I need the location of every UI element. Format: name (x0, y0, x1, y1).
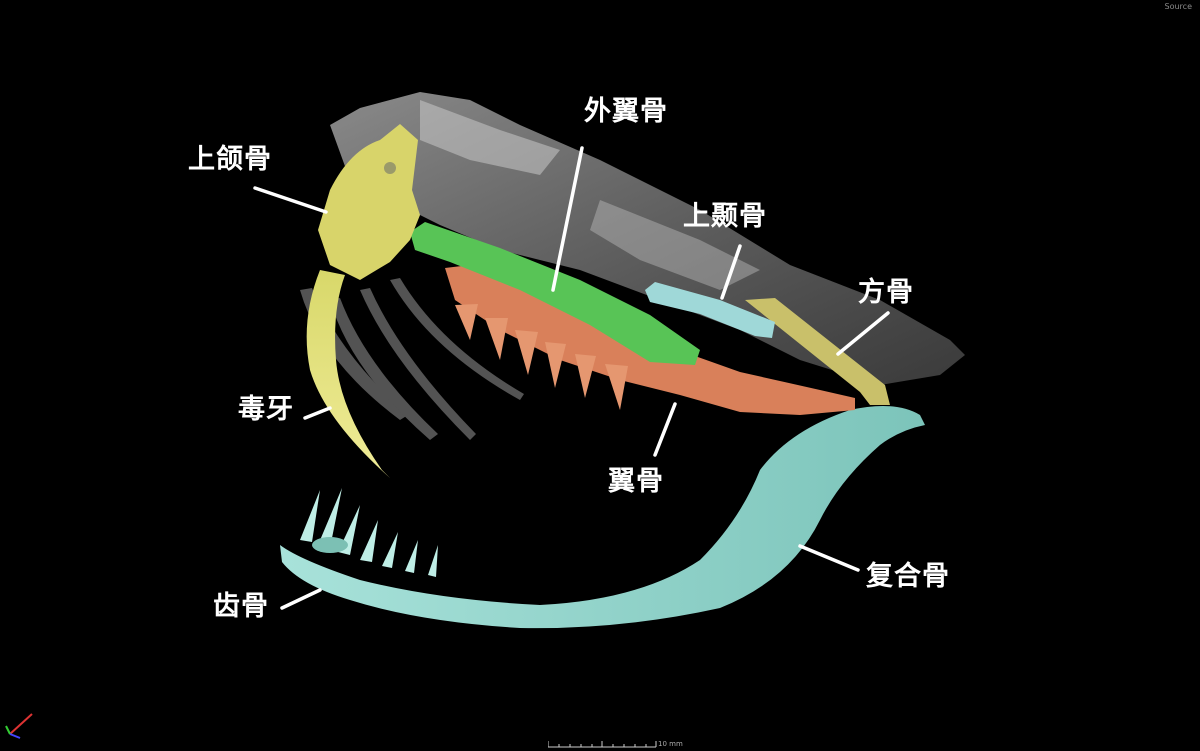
label-compound-bone: 复合骨 (866, 561, 950, 592)
supratemporal-bone (645, 282, 775, 338)
label-pterygoid: 翼骨 (608, 466, 664, 497)
ectopterygoid-bone (410, 222, 700, 365)
leader-lines (253, 146, 890, 610)
braincase-gray (330, 92, 965, 385)
scale-bar-label: 10 mm (658, 740, 683, 748)
lower-jaw (280, 406, 925, 629)
label-supratemporal: 上颞骨 (683, 201, 767, 232)
label-fang: 毒牙 (238, 394, 294, 425)
scale-bar (548, 741, 657, 748)
orientation-axis-icon (5, 713, 33, 739)
quadrate-bone (745, 298, 890, 405)
label-quadrate: 方骨 (858, 277, 914, 308)
label-maxilla: 上颌骨 (188, 144, 272, 175)
label-ectopterygoid: 外翼骨 (584, 96, 668, 127)
label-dentary: 齿骨 (213, 591, 269, 622)
maxilla-bone (306, 124, 420, 478)
corner-source-text: Source (1164, 2, 1192, 11)
